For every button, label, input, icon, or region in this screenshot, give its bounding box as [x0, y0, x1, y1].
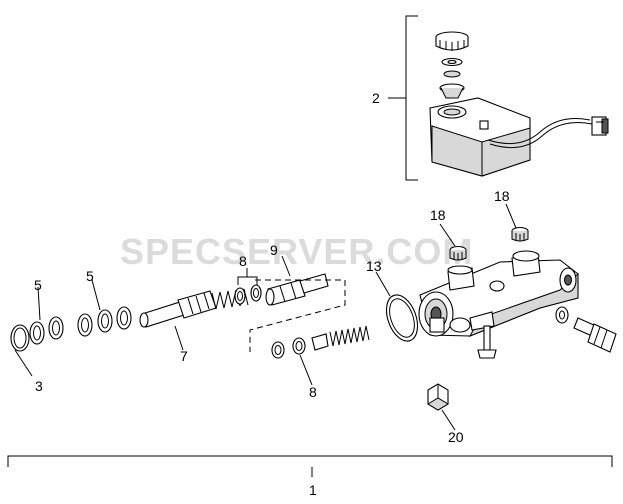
- reservoir-strainer: [439, 83, 465, 99]
- callout-8: 8: [309, 384, 317, 400]
- callout-5: 5: [86, 268, 94, 284]
- reservoir-washer: [441, 57, 463, 67]
- seal-ring: [116, 306, 132, 330]
- secondary-piston: [265, 273, 329, 306]
- reservoir-cap: [435, 31, 469, 51]
- reservoir-ring: [443, 70, 461, 78]
- callout-9: 9: [270, 242, 278, 258]
- callout-18: 18: [430, 207, 446, 223]
- retainer-cup: [311, 333, 329, 351]
- seal-ring: [77, 313, 93, 337]
- leader-lines: [14, 203, 517, 431]
- o-ring: [234, 287, 246, 305]
- callout-1: 1: [309, 482, 317, 498]
- secondary-spring: [329, 325, 370, 347]
- bleed-screw: [449, 245, 467, 261]
- primary-piston: [139, 290, 217, 328]
- watermark-text: SPECSERVER.COM: [120, 231, 473, 272]
- callout-18: 18: [494, 188, 510, 204]
- callout-7: 7: [180, 348, 188, 364]
- callout-8-bracket: [237, 268, 258, 285]
- reservoir-connector: [591, 116, 609, 136]
- fitting-washer: [555, 306, 569, 324]
- snap-ring: [10, 324, 30, 352]
- hex-nut: [427, 383, 449, 411]
- callout-20: 20: [448, 429, 464, 445]
- outlet-fitting: [573, 317, 617, 353]
- reservoir-tank: [429, 97, 593, 177]
- sub-assembly-dashed-box: [249, 279, 346, 352]
- seal-ring: [97, 309, 113, 333]
- reservoir-bracket-2: [388, 15, 418, 181]
- assembly-bracket-1: [7, 455, 613, 477]
- seal-ring: [29, 321, 45, 345]
- seal-ring: [48, 316, 64, 340]
- callout-3: 3: [35, 378, 43, 394]
- callout-2: 2: [372, 90, 380, 106]
- callout-8: 8: [239, 253, 247, 269]
- callout-13: 13: [366, 258, 382, 274]
- lower-seal: [292, 337, 306, 355]
- bleed-screw: [511, 226, 529, 242]
- o-ring: [250, 284, 262, 302]
- lower-seal: [271, 341, 285, 359]
- master-cylinder-body: [418, 250, 579, 337]
- mounting-bolt: [477, 325, 497, 359]
- large-o-ring: [385, 294, 419, 342]
- callout-5: 5: [34, 277, 42, 293]
